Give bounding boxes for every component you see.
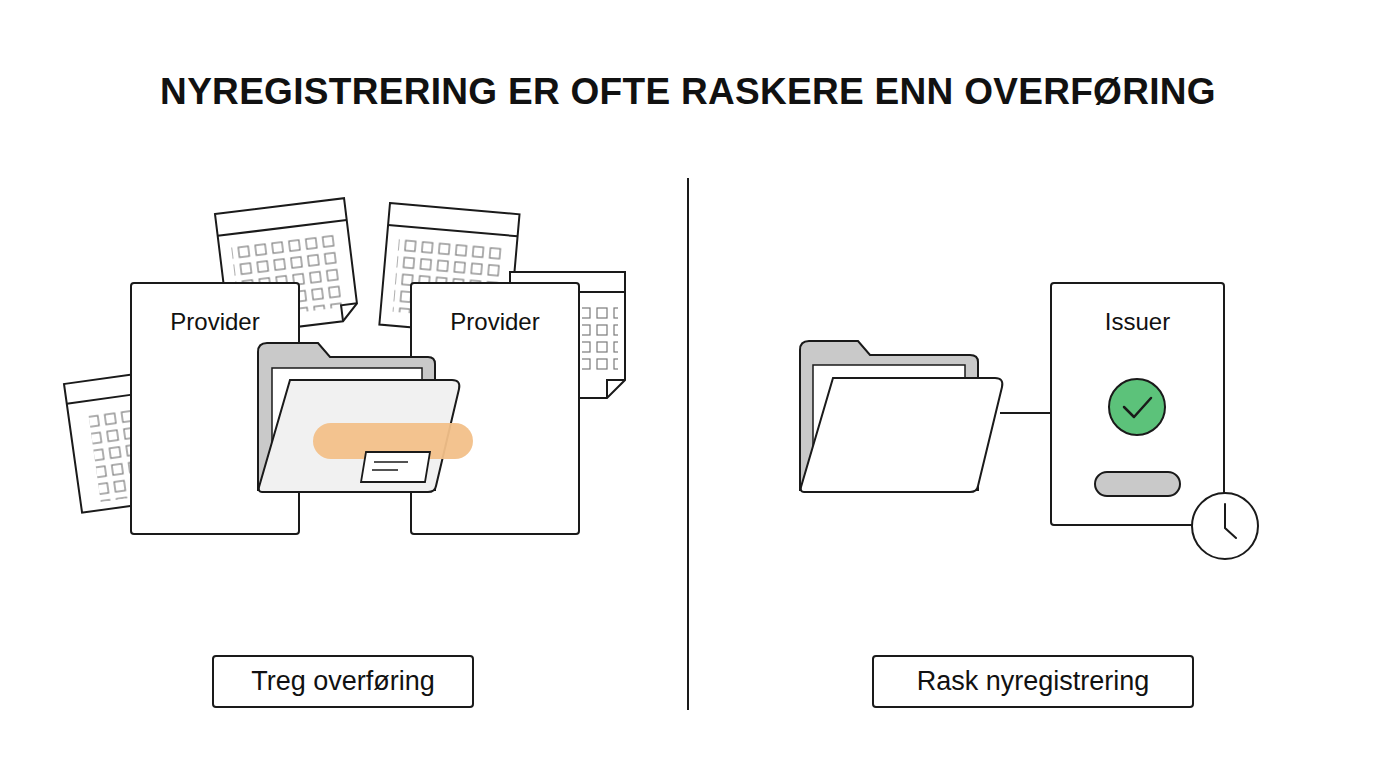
node-label: Treg overføring — [251, 667, 435, 697]
caption-box: Rask nyregistrering — [872, 655, 1194, 708]
folder-front — [259, 380, 460, 492]
folder-icon — [258, 343, 473, 492]
folder-icon — [800, 341, 1002, 492]
folder-paper — [813, 365, 965, 475]
document-line — [374, 461, 408, 463]
document-line — [372, 469, 398, 471]
calendar-fold — [607, 380, 625, 398]
issuer-box: Issuer — [1050, 282, 1225, 526]
folder-back — [258, 343, 435, 490]
folder-paper — [272, 368, 422, 478]
check-mark — [1124, 398, 1151, 417]
node-label: Provider — [450, 309, 539, 335]
node-label: Issuer — [1105, 309, 1170, 335]
document-card — [361, 452, 430, 482]
calendar-header — [388, 225, 518, 236]
highlight-bar — [313, 423, 473, 459]
status-pill — [1095, 472, 1180, 496]
clock-icon — [1192, 493, 1258, 559]
caption-box: Treg overføring — [212, 655, 474, 708]
divider-line — [687, 178, 689, 710]
calendar-grid — [582, 304, 618, 374]
provider-box: Provider — [410, 282, 580, 535]
clock-hands — [1225, 504, 1236, 538]
check-circle — [1109, 379, 1165, 435]
calendar-fold — [341, 303, 359, 321]
link-line — [1000, 412, 1050, 414]
node-label: Provider — [170, 309, 259, 335]
provider-box: Provider — [130, 282, 300, 535]
clock-face — [1192, 493, 1258, 559]
diagram-title: NYREGISTRERING ER OFTE RASKERE ENN OVERF… — [0, 70, 1376, 114]
folder-back — [800, 341, 978, 490]
folder-front — [801, 378, 1003, 492]
node-label: Rask nyregistrering — [917, 667, 1150, 697]
